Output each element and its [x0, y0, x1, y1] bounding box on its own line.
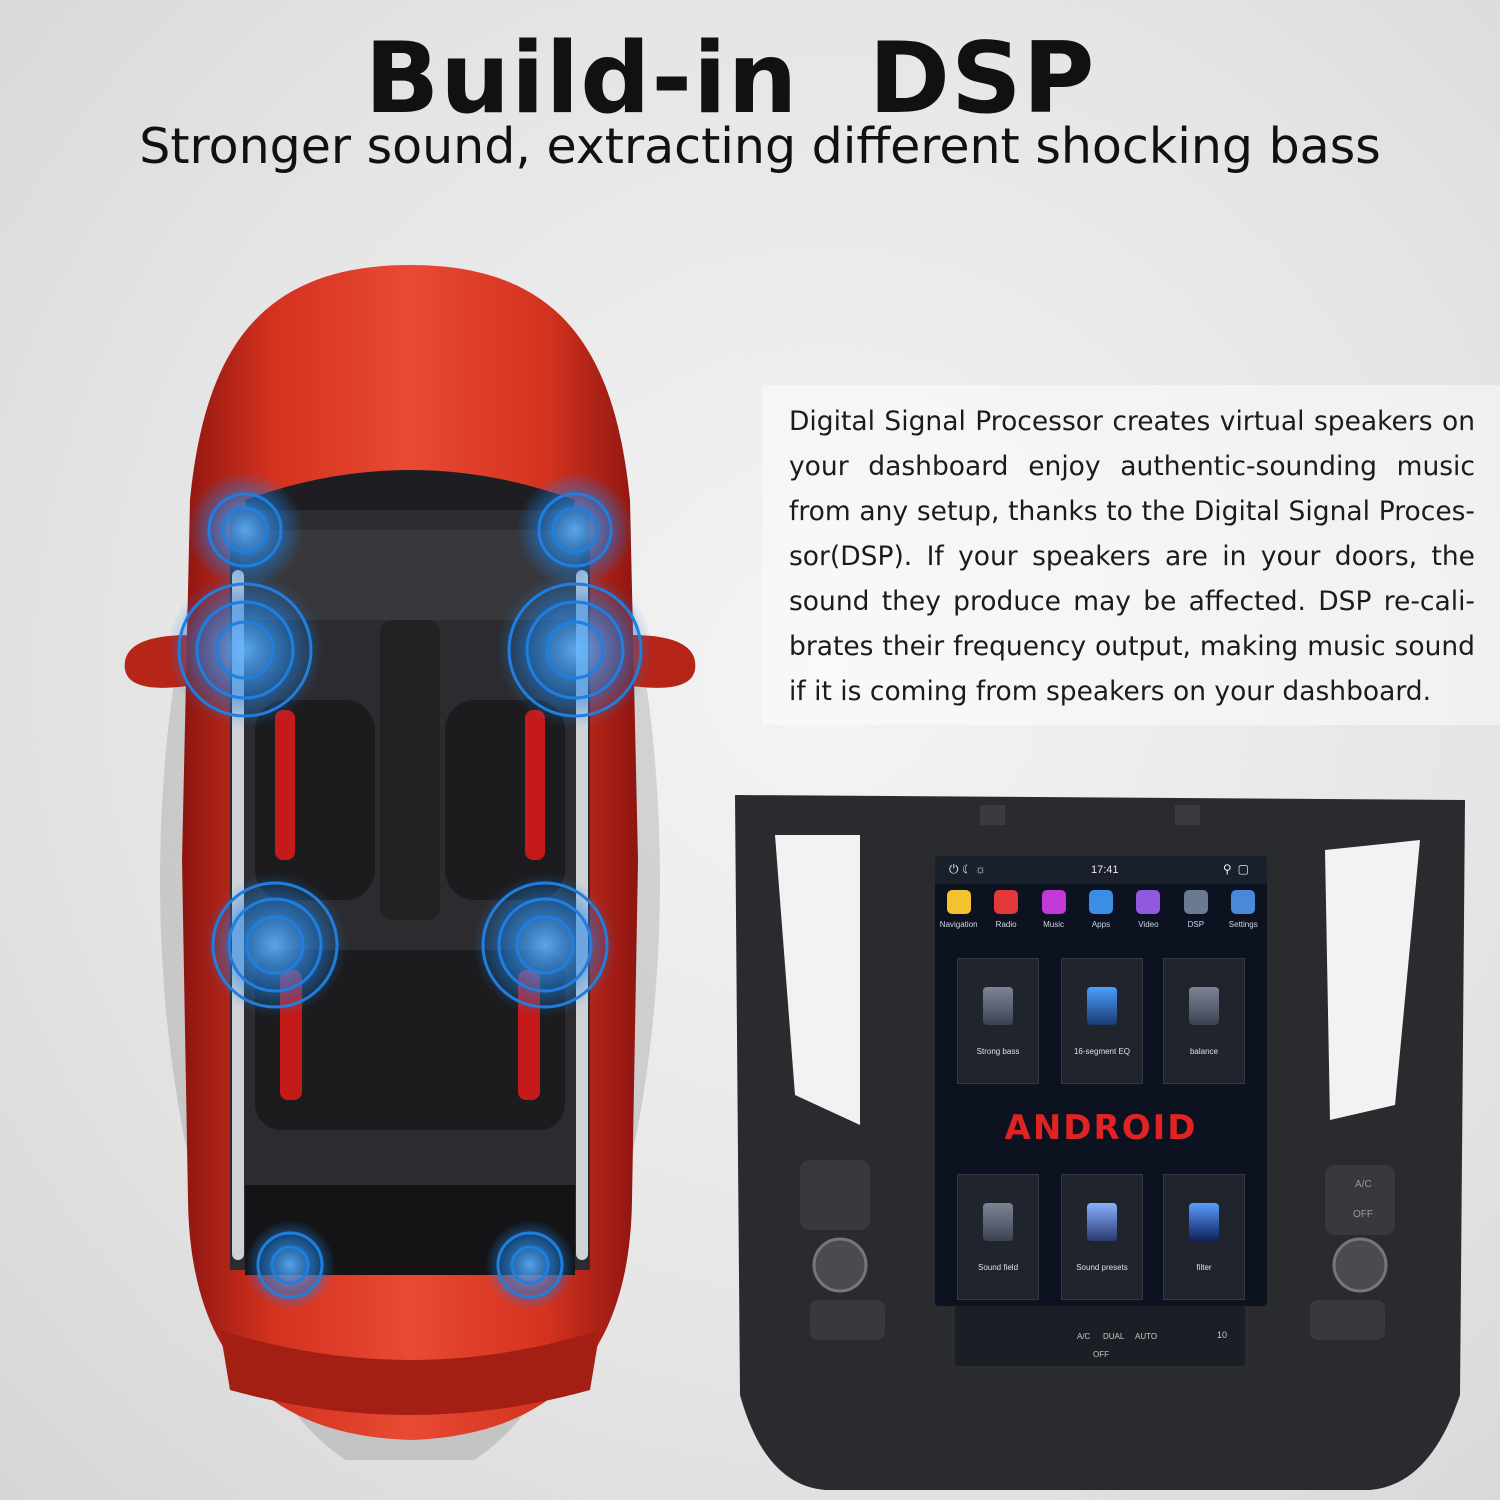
- front-seats: [255, 700, 565, 900]
- navigation-icon: [946, 890, 971, 914]
- app-settings[interactable]: Settings: [1221, 886, 1265, 946]
- ac-label[interactable]: A/C: [1077, 1332, 1091, 1341]
- right-knob: [1332, 1237, 1388, 1293]
- tile-sound-field[interactable]: Sound field: [957, 1174, 1039, 1300]
- equalizer-icon: [1087, 987, 1117, 1025]
- climate-control-bar: A/C DUAL AUTO OFF 10: [955, 1306, 1245, 1366]
- left-vent-opening: [775, 835, 860, 1125]
- tile-balance[interactable]: balance: [1163, 958, 1245, 1084]
- panel-ac-label: A/C: [1355, 1179, 1372, 1190]
- dual-label[interactable]: DUAL: [1103, 1332, 1125, 1341]
- car-top-view: [124, 265, 696, 1480]
- settings-icon: [1231, 890, 1256, 914]
- car-illustration: [110, 240, 710, 1480]
- radio-icon: [994, 890, 1019, 914]
- app-dsp[interactable]: DSP: [1174, 886, 1218, 946]
- app-video[interactable]: Video: [1126, 886, 1170, 946]
- sound-presets-icon: [1087, 1203, 1117, 1241]
- video-icon: [1136, 890, 1161, 914]
- app-music[interactable]: Music: [1032, 886, 1076, 946]
- sound-field-icon: [983, 1203, 1013, 1241]
- filter-icon: [1189, 1203, 1219, 1241]
- description-text: Digital Signal Processor creates virtual…: [789, 406, 1475, 707]
- off-label[interactable]: OFF: [1093, 1350, 1109, 1359]
- status-right-icons: ⚲▢: [1222, 862, 1255, 876]
- tile-sound-presets[interactable]: Sound presets: [1061, 1174, 1143, 1300]
- auto-label[interactable]: AUTO: [1135, 1332, 1158, 1341]
- status-bar: ⏻☾☼ 17:41 ⚲▢: [935, 856, 1267, 884]
- right-vent-opening: [1325, 840, 1420, 1120]
- status-time: 17:41: [1091, 864, 1119, 876]
- tile-eq[interactable]: 16-segment EQ: [1061, 958, 1143, 1084]
- android-logo: ANDROID: [1004, 1108, 1198, 1148]
- balance-icon: [1189, 987, 1219, 1025]
- app-radio[interactable]: Radio: [984, 886, 1028, 946]
- page-subheadline: Stronger sound, extracting different sho…: [139, 118, 1381, 175]
- speaker-glow-group: [167, 472, 653, 1310]
- dsp-icon: [1183, 890, 1208, 914]
- apps-icon: [1088, 890, 1113, 914]
- app-navigation[interactable]: Navigation: [937, 886, 981, 946]
- tile-strong-bass[interactable]: Strong bass: [957, 958, 1039, 1084]
- speaker-icon: [983, 987, 1013, 1025]
- app-launcher-row: Navigation Radio Music Apps Video DSP Se…: [935, 886, 1267, 946]
- volume-value: 10: [1217, 1330, 1228, 1340]
- panel-off-label: OFF: [1353, 1209, 1373, 1220]
- description-background: [762, 385, 1500, 725]
- android-screen[interactable]: ⏻☾☼ 17:41 ⚲▢ Navigation Radio Music Apps…: [935, 856, 1267, 1306]
- tile-filter[interactable]: filter: [1163, 1174, 1245, 1300]
- status-left-icons: ⏻☾☼: [949, 862, 990, 876]
- music-icon: [1041, 890, 1066, 914]
- left-knob: [812, 1237, 868, 1293]
- page-headline: Build-in DSP: [364, 22, 1096, 136]
- app-apps[interactable]: Apps: [1079, 886, 1123, 946]
